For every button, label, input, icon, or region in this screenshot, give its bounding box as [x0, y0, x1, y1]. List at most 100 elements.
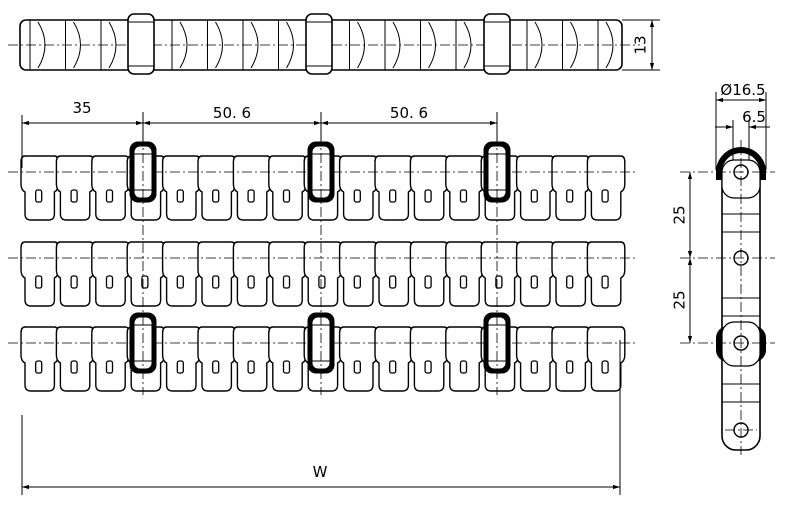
belt-slot: [35, 275, 43, 289]
top-slat-curve: [392, 21, 401, 69]
belt-module: [268, 326, 307, 392]
belt-slot: [176, 189, 184, 203]
top-roller-2: [305, 13, 333, 75]
belt-module: [20, 326, 60, 392]
dim-roller-width-label: 6.5: [742, 108, 766, 126]
belt-module: [551, 155, 591, 221]
top-slat-curve: [286, 21, 294, 69]
belt-module: [55, 155, 95, 221]
belt-module: [197, 326, 237, 392]
top-slat-curve: [570, 21, 578, 69]
dim-width: W: [21, 340, 621, 495]
belt-module: [268, 241, 307, 307]
top-slat-curve: [605, 21, 614, 69]
belt-row: [8, 326, 636, 392]
top-slat-curve: [179, 21, 188, 69]
dim-offset-left-label: 35: [72, 99, 91, 117]
belt-module: [126, 241, 166, 307]
belt-slot: [70, 275, 78, 289]
belt-module: [374, 155, 414, 221]
top-slat-curve: [108, 21, 117, 69]
belt-slot: [70, 360, 78, 374]
top-slat-curve: [250, 21, 259, 69]
dim-row-pitch-2-label: 25: [671, 290, 689, 309]
belt-module: [161, 155, 201, 221]
belt-module: [374, 326, 414, 392]
belt-module: [91, 326, 130, 392]
belt-slot: [459, 189, 468, 203]
belt-module: [303, 241, 343, 307]
top-slat-curve: [428, 21, 436, 69]
belt-slot: [424, 275, 432, 289]
belt-slot: [70, 189, 78, 203]
belt-slot: [566, 360, 574, 374]
belt-slot: [212, 360, 220, 374]
dim-top-height: 13: [622, 19, 660, 71]
top-slat-curve: [73, 21, 81, 69]
dim-roller-dia-label: Ø16.5: [720, 81, 765, 99]
belt-slot: [424, 189, 432, 203]
belt-slot: [459, 275, 468, 289]
belt-slot: [424, 360, 432, 374]
top-slat-curve: [215, 21, 223, 69]
belt-slot: [601, 275, 609, 289]
belt-module: [268, 155, 307, 221]
belt-module: [232, 155, 272, 221]
belt-slot: [212, 189, 220, 203]
belt-module: [338, 326, 378, 392]
belt-module: [232, 326, 272, 392]
belt-slot: [282, 189, 291, 203]
belt-slot: [353, 189, 361, 203]
dim-pitch-2-label: 50. 6: [390, 104, 428, 122]
belt-module: [20, 155, 60, 221]
top-slat-curve: [357, 21, 365, 69]
belt-slot: [389, 189, 397, 203]
belt-module: [55, 241, 95, 307]
belt-module: [409, 326, 449, 392]
belt-module: [161, 241, 201, 307]
belt-slot: [530, 189, 538, 203]
belt-slot: [495, 275, 503, 289]
dim-pitch-line: 35 50. 6 50. 6: [21, 99, 498, 168]
dim-width-label: W: [313, 463, 328, 481]
belt-module: [197, 241, 237, 307]
belt-slot: [35, 189, 43, 203]
belt-module: [338, 241, 378, 307]
belt-slot: [247, 189, 255, 203]
belt-module: [445, 241, 484, 307]
belt-module: [551, 326, 591, 392]
belt-slot: [530, 275, 538, 289]
belt-module: [515, 241, 555, 307]
front-view: 35 50. 6 50. 6 W: [8, 99, 636, 495]
belt-slot: [35, 360, 43, 374]
belt-slot: [601, 360, 609, 374]
top-roller-3: [483, 13, 511, 75]
belt-slot: [530, 360, 538, 374]
belt-module: [232, 241, 272, 307]
belt-module: [20, 241, 60, 307]
belt-module: [586, 241, 626, 307]
belt-module: [515, 155, 555, 221]
belt-slot: [566, 275, 574, 289]
belt-module: [409, 241, 449, 307]
belt-module: [374, 241, 414, 307]
dim-row-pitch-1-label: 25: [671, 205, 689, 224]
side-view: 25 25 Ø16.5 6.5: [671, 81, 775, 455]
belt-row: [8, 241, 636, 307]
top-slat-curve: [37, 21, 46, 69]
belt-slot: [389, 275, 397, 289]
belt-module: [91, 241, 130, 307]
top-roller-1: [127, 13, 155, 75]
belt-slot: [105, 275, 114, 289]
belt-module: [161, 326, 201, 392]
belt-slot: [601, 189, 609, 203]
belt-slot: [176, 275, 184, 289]
belt-module: [197, 155, 237, 221]
belt-module: [338, 155, 378, 221]
belt-slot: [282, 275, 291, 289]
belt-module: [445, 326, 484, 392]
belt-slot: [105, 360, 114, 374]
dim-pitch-1-label: 50. 6: [213, 104, 251, 122]
belt-slot: [353, 360, 361, 374]
